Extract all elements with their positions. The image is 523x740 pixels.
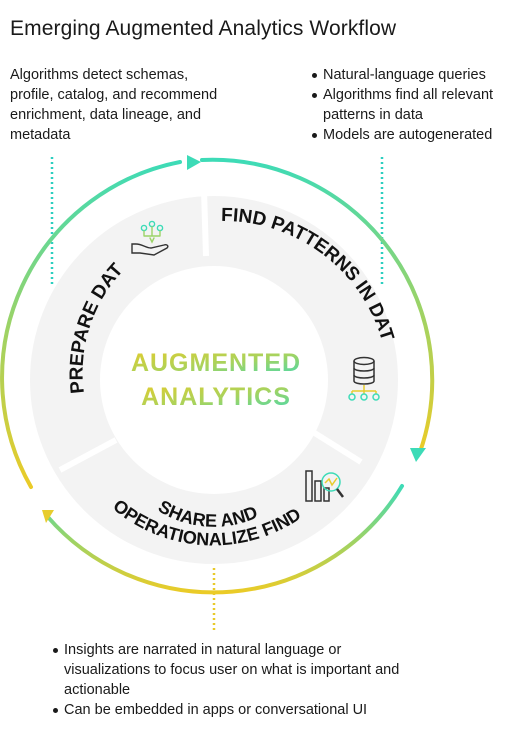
list-item: Models are autogenerated xyxy=(311,125,516,145)
list-item: Can be embedded in apps or conversationa… xyxy=(52,700,412,720)
bar-chart-magnifier-icon xyxy=(305,470,344,502)
list-item: Natural-language queries xyxy=(311,65,516,85)
arrow-head-left xyxy=(42,510,54,523)
center-label-line1: AUGMENTED xyxy=(131,349,301,377)
list-item: Insights are narrated in natural languag… xyxy=(52,640,412,700)
arrow-head-top xyxy=(187,155,201,170)
ring-separators xyxy=(58,189,363,473)
note-prepare-data: Algorithms detect schemas, profile, cata… xyxy=(10,67,218,143)
center-label-line2: ANALYTICS xyxy=(141,383,291,411)
database-nodes-icon xyxy=(348,356,380,401)
note-share-findings: Insights are narrated in natural languag… xyxy=(52,640,412,720)
page-title: Emerging Augmented Analytics Workflow xyxy=(10,17,397,40)
list-item: Algorithms find all relevant patterns in… xyxy=(311,85,516,125)
outer-ring xyxy=(0,157,435,595)
note-find-patterns: Natural-language queries Algorithms find… xyxy=(311,65,516,145)
center-disc xyxy=(100,266,328,494)
hand-nodes-icon xyxy=(131,220,169,256)
inner-ring xyxy=(30,196,398,564)
arrow-head-right xyxy=(410,448,426,462)
